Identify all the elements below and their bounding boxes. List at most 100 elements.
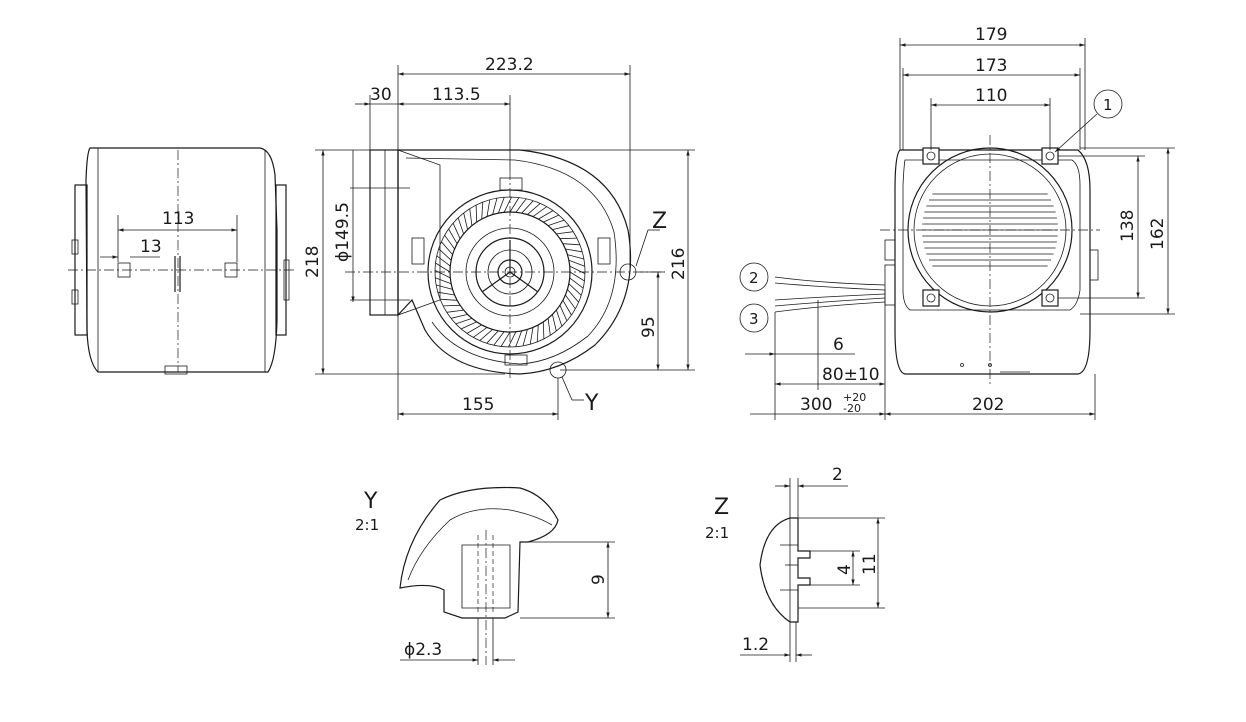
impeller-blade bbox=[437, 291, 455, 296]
impeller-blade bbox=[435, 277, 452, 285]
detail-y-label: Y bbox=[363, 489, 378, 514]
impeller-blade bbox=[497, 197, 505, 214]
side-view: 113 13 bbox=[68, 147, 295, 375]
impeller-blade bbox=[559, 237, 577, 240]
impeller-blade bbox=[434, 270, 451, 279]
impeller-blade bbox=[569, 271, 585, 282]
dim-202: 202 bbox=[972, 395, 1004, 415]
detail-z-view: Z 2:1 11 4 2 1.2 bbox=[705, 465, 885, 662]
impeller-blade bbox=[515, 198, 527, 213]
balloon-1: 1 bbox=[1103, 96, 1113, 114]
impeller-blade bbox=[562, 300, 572, 316]
impeller-blade bbox=[492, 197, 498, 215]
impeller-blade bbox=[521, 200, 534, 214]
impeller-blade bbox=[500, 331, 511, 347]
impeller-blade bbox=[567, 289, 579, 303]
dim-223-2: 223.2 bbox=[485, 55, 534, 75]
dim-6: 6 bbox=[833, 335, 844, 355]
impeller-blade bbox=[515, 330, 523, 347]
impeller-blade bbox=[452, 223, 461, 239]
impeller-blade bbox=[486, 199, 491, 217]
dim-30: 30 bbox=[370, 85, 392, 105]
dim-216: 216 bbox=[669, 248, 689, 280]
impeller-blade bbox=[536, 324, 539, 342]
impeller-blade bbox=[532, 206, 548, 217]
dim-113: 113 bbox=[162, 209, 194, 229]
impeller-blade bbox=[568, 259, 585, 267]
impeller-blade bbox=[508, 331, 517, 348]
impeller-blade bbox=[435, 262, 451, 273]
dim-138: 138 bbox=[1118, 210, 1138, 242]
impeller-blade bbox=[529, 327, 534, 345]
dim-1-2: 1.2 bbox=[742, 635, 769, 655]
detail-y-scale: 2:1 bbox=[355, 516, 379, 534]
impeller-blade bbox=[448, 228, 458, 244]
dim-162: 162 bbox=[1148, 218, 1168, 250]
impeller-blade bbox=[438, 248, 452, 261]
impeller-blade bbox=[547, 219, 565, 226]
tol-upper: +20 bbox=[843, 391, 866, 404]
impeller-blade bbox=[441, 241, 453, 255]
tol-lower: -20 bbox=[843, 402, 861, 415]
impeller-blade bbox=[552, 314, 557, 332]
dim-9: 9 bbox=[589, 574, 609, 585]
dim-95: 95 bbox=[639, 316, 659, 338]
impeller-blade bbox=[450, 314, 468, 319]
impeller-blade bbox=[509, 197, 520, 213]
end-view: 1 2 3 179 173 110 138 162 bbox=[739, 25, 1175, 420]
dim-300: 300 bbox=[800, 395, 832, 415]
impeller-blade bbox=[556, 231, 574, 235]
impeller-blade bbox=[547, 318, 551, 336]
dim-11: 11 bbox=[860, 553, 880, 575]
impeller-blade bbox=[472, 327, 488, 338]
detail-z-scale: 2:1 bbox=[705, 524, 729, 542]
impeller-blade bbox=[556, 309, 563, 327]
impeller-blade bbox=[552, 225, 570, 230]
impeller-blade bbox=[562, 243, 580, 246]
impeller-blade bbox=[486, 330, 499, 344]
impeller-blades bbox=[434, 196, 586, 348]
dim-inlet-diameter: ϕ149.5 bbox=[333, 202, 353, 262]
impeller-blade bbox=[503, 196, 512, 213]
balloon-3: 3 bbox=[749, 310, 759, 328]
balloon-2: 2 bbox=[749, 269, 759, 287]
impeller-blade bbox=[469, 208, 473, 226]
impeller-blade bbox=[466, 324, 482, 334]
impeller-blade bbox=[567, 254, 585, 260]
impeller-blade bbox=[463, 212, 468, 230]
impeller-blade bbox=[481, 202, 484, 220]
impeller-blade bbox=[461, 321, 477, 330]
impeller-blade bbox=[569, 277, 584, 289]
impeller-blade bbox=[446, 309, 464, 313]
dim-2: 2 bbox=[832, 465, 843, 485]
detail-y-view: Y 2:1 9 ϕ2.3 bbox=[355, 486, 615, 665]
impeller-blade bbox=[527, 203, 541, 215]
dim-4: 4 bbox=[835, 564, 855, 575]
dim-110: 110 bbox=[975, 86, 1007, 106]
impeller-blade bbox=[565, 294, 576, 310]
dim-113-5: 113.5 bbox=[432, 85, 481, 105]
impeller-blade bbox=[435, 284, 453, 290]
impeller-blade bbox=[455, 318, 473, 325]
impeller-blade bbox=[522, 329, 528, 347]
detail-z-callout: Z bbox=[652, 209, 667, 234]
dim-173: 173 bbox=[975, 56, 1007, 76]
dim-218: 218 bbox=[303, 246, 323, 278]
impeller-blade bbox=[565, 248, 583, 253]
impeller-blade bbox=[475, 205, 478, 223]
impeller-blade bbox=[457, 217, 464, 235]
dim-179: 179 bbox=[975, 25, 1007, 45]
detail-y-callout: Y bbox=[584, 391, 599, 416]
dim-155: 155 bbox=[462, 395, 494, 415]
impeller-blade bbox=[543, 214, 559, 223]
impeller-blade bbox=[538, 210, 554, 220]
impeller-blade bbox=[542, 321, 545, 339]
dim-80: 80±10 bbox=[822, 365, 880, 385]
impeller-blade bbox=[568, 283, 582, 296]
dim-pin-diameter: ϕ2.3 bbox=[404, 640, 442, 660]
impeller-blade bbox=[444, 234, 455, 250]
impeller-blade bbox=[436, 255, 451, 267]
impeller-blade bbox=[493, 331, 505, 346]
